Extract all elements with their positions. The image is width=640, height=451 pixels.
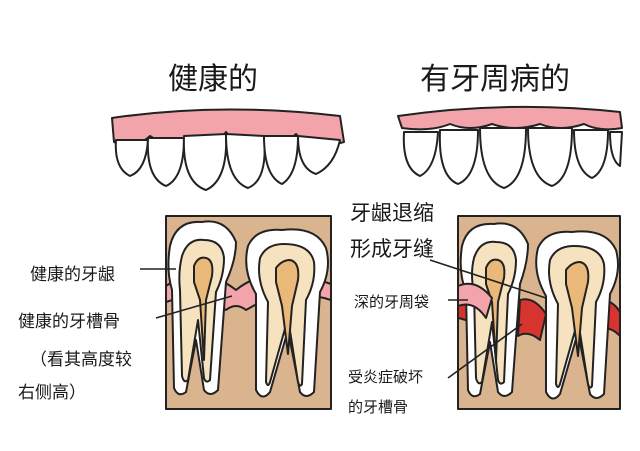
title-healthy: 健康的: [168, 62, 258, 97]
label-healthy-gum: 健康的牙龈: [30, 265, 115, 285]
periodontal-right-tooth-pulp: [565, 261, 590, 357]
leader-healthy-bone: [155, 295, 233, 319]
periodontal-teeth-row: [397, 105, 623, 189]
periodontal-cross-section: [457, 215, 621, 410]
label-recession-1: 牙龈退缩: [350, 201, 434, 225]
periodontal-tooth-4: [527, 127, 573, 187]
leader-recession: [429, 259, 547, 299]
leader-damaged-bone: [447, 323, 523, 379]
healthy-tooth-3: [182, 133, 228, 191]
healthy-teeth-row: [111, 108, 345, 191]
healthy-tooth-6: [297, 135, 341, 175]
periodontal-inflamed-gum-mid: [517, 298, 547, 341]
label-deep-pocket: 深的牙周袋: [354, 293, 430, 311]
healthy-left-tooth-pulp: [193, 256, 214, 361]
label-damaged-bone-1: 受炎症破坏: [348, 368, 424, 386]
healthy-tooth-2: [146, 137, 185, 187]
periodontal-tooth-2: [438, 129, 479, 185]
healthy-tooth-5: [263, 135, 299, 185]
healthy-right-tooth-pulp: [275, 259, 300, 355]
periodontal-tooth-3: [479, 127, 527, 189]
periodontal-tooth-1: [402, 131, 439, 177]
title-periodontal: 有牙周病的: [420, 62, 570, 97]
label-healthy-bone-note-1: （看其高度较: [30, 350, 132, 370]
healthy-tooth-1: [114, 139, 149, 177]
label-damaged-bone-2: 的牙槽骨: [348, 398, 409, 416]
periodontal-left-tooth-pulp: [485, 258, 506, 363]
periodontal-gum-band: [397, 105, 623, 131]
label-healthy-bone-note-2: 右侧高）: [18, 383, 86, 403]
periodontal-tooth-5: [573, 129, 609, 179]
label-healthy-bone: 健康的牙槽骨: [18, 312, 120, 332]
healthy-tooth-4: [225, 133, 266, 189]
healthy-cross-section: [165, 215, 332, 410]
label-recession-2: 形成牙缝: [350, 237, 434, 261]
periodontal-tooth-6: [609, 131, 623, 167]
periodontal-receded-gum: [457, 282, 493, 319]
